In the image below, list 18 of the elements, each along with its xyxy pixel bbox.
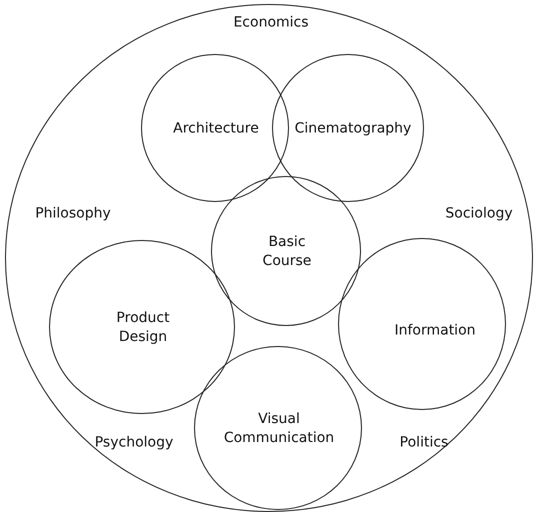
circle	[272, 54, 424, 202]
circle	[338, 238, 506, 410]
circle-label: Psychology	[94, 434, 174, 452]
circle	[141, 54, 289, 202]
circle-label: Architecture	[172, 120, 260, 138]
circle-label: Product Design	[115, 309, 171, 347]
circle-label: Sociology	[445, 204, 513, 224]
circle-label: Visual Communication	[222, 410, 336, 448]
circle	[5, 4, 533, 512]
circle-label: Basic Course	[262, 233, 312, 271]
circle-label: Information	[393, 322, 477, 340]
circle	[211, 176, 361, 326]
circle-label: Politics	[400, 434, 448, 452]
circle	[49, 240, 235, 414]
circle	[194, 346, 362, 510]
circle-label: Cinematography	[294, 120, 412, 138]
circle-label: Economics	[233, 14, 309, 32]
circle-label: Philosophy	[35, 204, 111, 224]
